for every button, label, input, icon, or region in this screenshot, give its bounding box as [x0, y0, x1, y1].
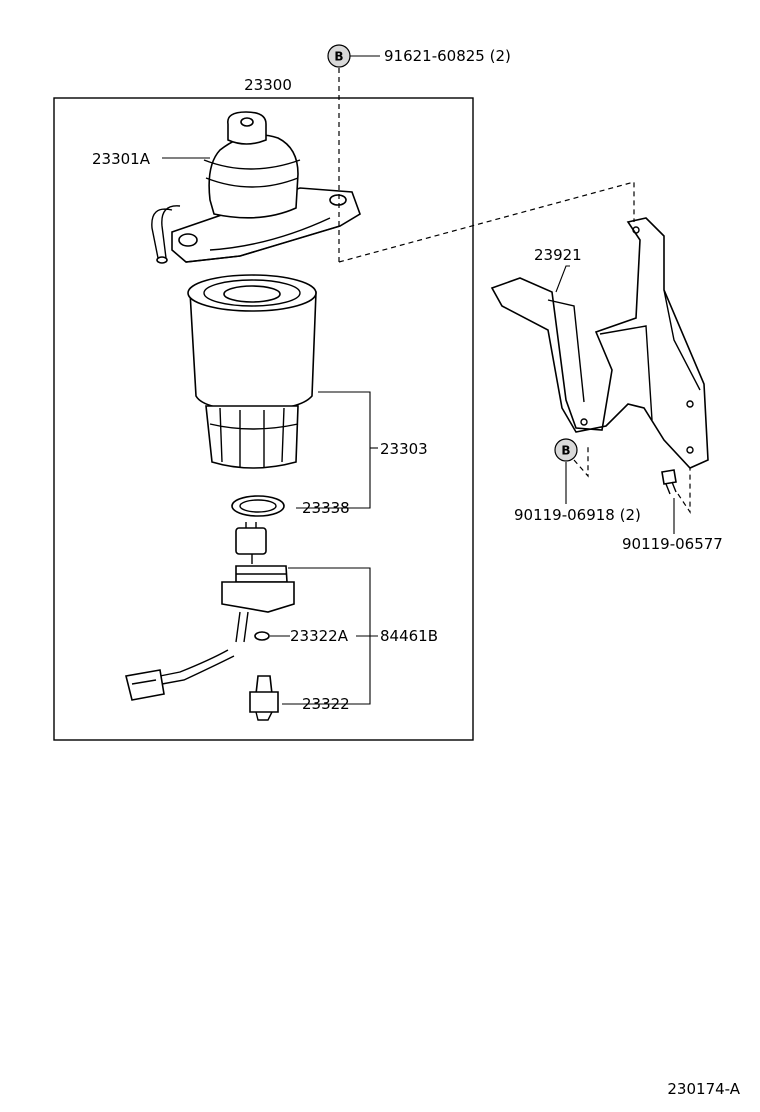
label-figure-code: 230174-A: [667, 1080, 740, 1098]
gasket-drawing: [231, 495, 285, 517]
leader-element: [296, 391, 371, 509]
label-bracket: 23921: [534, 246, 582, 264]
label-gasket: 23338: [302, 499, 350, 517]
bracket-drawing: [490, 217, 709, 469]
dash-to-bracket: [338, 181, 635, 263]
o-ring-drawing: [254, 631, 270, 641]
badge-b-top: B: [327, 44, 351, 68]
label-sensor-kit: 84461B: [380, 627, 438, 645]
leader-bracket: [555, 265, 570, 293]
label-bolt-bottom: 90119-06918 (2): [514, 506, 641, 524]
gasket-inner: [239, 499, 277, 513]
dash-bolt-bottom: [573, 444, 589, 478]
assembly-frame: [53, 97, 474, 741]
water-sensor-drawing: [125, 522, 295, 701]
label-oring: 23322A: [290, 627, 349, 645]
label-cap: 23301A: [92, 150, 151, 168]
badge-b-top-text: B: [334, 50, 343, 64]
label-assembly: 23300: [244, 76, 292, 94]
dash-side-bolt: [677, 468, 691, 514]
badge-b-bottom: B: [554, 438, 578, 462]
label-side-bolt: 90119-06577: [622, 535, 723, 553]
badge-b-bottom-text: B: [561, 444, 570, 458]
filter-head-drawing: [151, 111, 361, 264]
drain-plug-drawing: [249, 675, 279, 721]
filter-element-drawing: [187, 274, 317, 469]
side-bolt-drawing: [661, 469, 677, 495]
label-drain-plug: 23322: [302, 695, 350, 713]
label-bolt-top: 91621-60825 (2): [384, 47, 511, 65]
label-element: 23303: [380, 440, 428, 458]
